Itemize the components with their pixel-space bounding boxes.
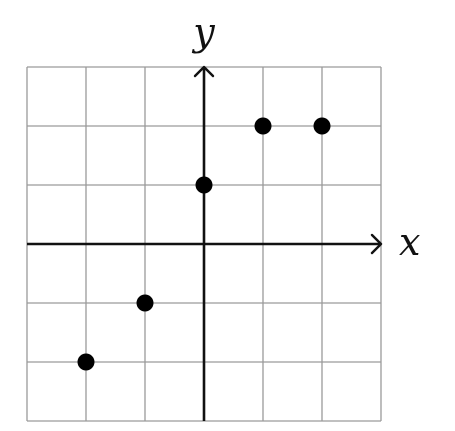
x-axis-arrow (370, 233, 383, 255)
axes (27, 65, 383, 421)
x-axis-label: x (399, 220, 420, 264)
y-axis-label: y (191, 10, 215, 54)
data-point (313, 117, 331, 135)
y-axis-arrow (193, 65, 215, 78)
data-points (77, 117, 331, 371)
data-point (136, 294, 154, 312)
data-point (77, 353, 95, 371)
data-point (254, 117, 272, 135)
data-point (195, 176, 213, 194)
